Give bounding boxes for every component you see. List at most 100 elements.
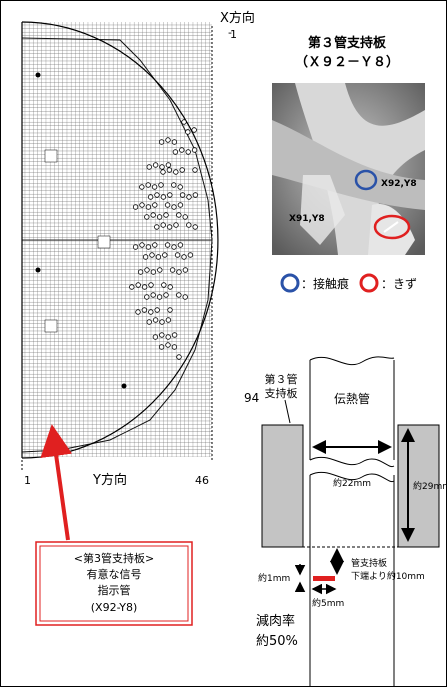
signal-tube-dot — [165, 342, 171, 348]
signal-tube-dot — [182, 267, 189, 273]
section-diagram — [261, 356, 440, 687]
signal-tube-markers — [129, 119, 199, 360]
plugged-tube-marker — [35, 267, 41, 273]
legend-contact-icon — [280, 273, 300, 293]
signal-tube-dot — [171, 139, 178, 145]
signal-tube-dot — [152, 334, 159, 340]
offset-label-1: 管支持板 — [351, 557, 387, 569]
signal-tube-dot — [150, 292, 156, 298]
signal-tube-dot — [192, 167, 198, 173]
signal-tube-dot — [167, 192, 173, 198]
flaw-streak — [383, 221, 399, 233]
signal-tube-dot — [154, 307, 160, 313]
callout-line-3: 指示管 — [98, 583, 131, 597]
signal-tube-dot — [158, 139, 165, 145]
depth-label: 約1mm — [258, 572, 290, 584]
signal-tube-dot — [151, 184, 158, 190]
signal-tube-dot — [172, 149, 179, 155]
signal-tube-dot — [165, 317, 172, 323]
support-plate-label-1: 第３管 — [265, 372, 298, 386]
signal-tube-dot — [156, 214, 163, 220]
y-tick-1: 1 — [24, 474, 31, 487]
signal-tube-dot — [152, 162, 159, 168]
signal-tube-dot — [154, 224, 160, 230]
signal-tube-dot — [139, 184, 145, 190]
signal-tube-dot — [185, 149, 191, 155]
thickness-label: 約29mm — [413, 480, 447, 492]
x-axis-title: X方向 — [220, 10, 255, 26]
support-plate-leader — [284, 399, 291, 424]
tube-label: 伝熱管 — [334, 391, 370, 406]
signal-tube-dot — [191, 147, 198, 153]
signal-tube-dot — [169, 267, 176, 273]
x-tick-dash: - — [228, 26, 232, 39]
signal-tube-dot — [179, 192, 186, 198]
signal-tube-dot — [159, 319, 165, 325]
signal-tube-dot — [158, 344, 165, 350]
signal-tube-dot — [177, 202, 184, 208]
signal-tube-dot — [150, 269, 157, 275]
signal-tube-dot — [132, 244, 139, 250]
signal-tube-dot — [148, 309, 154, 315]
signal-tube-dot — [165, 162, 172, 168]
signal-tube-dot — [145, 182, 151, 188]
signal-tube-dot — [164, 202, 171, 208]
x-tick-1: 1 — [230, 28, 237, 41]
signal-tube-dot — [173, 169, 179, 175]
signal-tube-dot — [176, 354, 182, 360]
plugged-tube-marker — [121, 383, 127, 389]
stay-rod-marker — [44, 149, 58, 163]
signal-tube-dot — [155, 254, 162, 260]
stay-rod-marker — [97, 235, 111, 249]
signal-tube-dot — [186, 194, 192, 200]
shell-circle — [21, 21, 219, 459]
photo-label-x92: X92,Y8 — [381, 179, 417, 189]
signal-tube-dot — [181, 119, 187, 125]
signal-tube-dot — [139, 202, 145, 208]
signal-tube-dot — [179, 147, 185, 153]
signal-tube-dot — [174, 252, 181, 258]
signal-tube-dot — [149, 252, 155, 258]
signal-tube-dot — [160, 222, 166, 228]
signal-tube-dot — [135, 309, 141, 315]
signal-tube-dot — [182, 214, 188, 220]
tubesheet-map — [21, 21, 219, 459]
signal-tube-dot — [181, 254, 187, 260]
thinning-label-1: 減肉率 — [256, 613, 295, 629]
support-plate-label-2: 支持板 — [265, 386, 298, 400]
signal-tube-dot — [165, 137, 171, 143]
signal-tube-dot — [144, 214, 150, 220]
signal-tube-dot — [141, 307, 148, 313]
legend-contact-label: ：接触痕 — [301, 276, 349, 291]
signal-tube-dot — [144, 267, 150, 273]
signal-tube-dot — [146, 164, 152, 170]
signal-tube-dot — [129, 284, 135, 290]
signal-tube-dot — [152, 202, 158, 208]
signal-tube-dot — [171, 244, 177, 250]
signal-tube-dot — [166, 224, 173, 230]
photo-title-line-1: 第３管支持板 — [308, 35, 387, 51]
signal-tube-dot — [160, 194, 167, 200]
signal-tube-dot — [173, 222, 179, 228]
signal-tube-dot — [158, 182, 164, 188]
signal-tube-dot — [176, 269, 182, 275]
signal-tube-dot — [160, 169, 166, 175]
signal-tube-dot — [142, 254, 149, 260]
signal-tube-dot — [171, 332, 178, 338]
callout-box: <第3管支持板> 有意な信号 指示管 (X92-Y8) — [35, 541, 193, 626]
callout-line-2: 有意な信号 — [87, 567, 142, 581]
stay-rod-marker — [44, 319, 58, 333]
thinning-mark — [313, 576, 335, 581]
signal-tube-dot — [166, 167, 173, 173]
signal-tube-dot — [167, 284, 173, 290]
signal-tube-dot — [159, 332, 165, 338]
y-tick-46: 46 — [195, 474, 209, 487]
signal-tube-dot — [171, 204, 177, 210]
signal-tube-dot — [152, 317, 159, 323]
legend-flaw-icon — [359, 273, 379, 293]
signal-tube-dot — [132, 204, 139, 210]
signal-tube-dot — [148, 282, 154, 288]
signal-tube-dot — [171, 182, 177, 188]
support-plate-left — [261, 424, 304, 548]
